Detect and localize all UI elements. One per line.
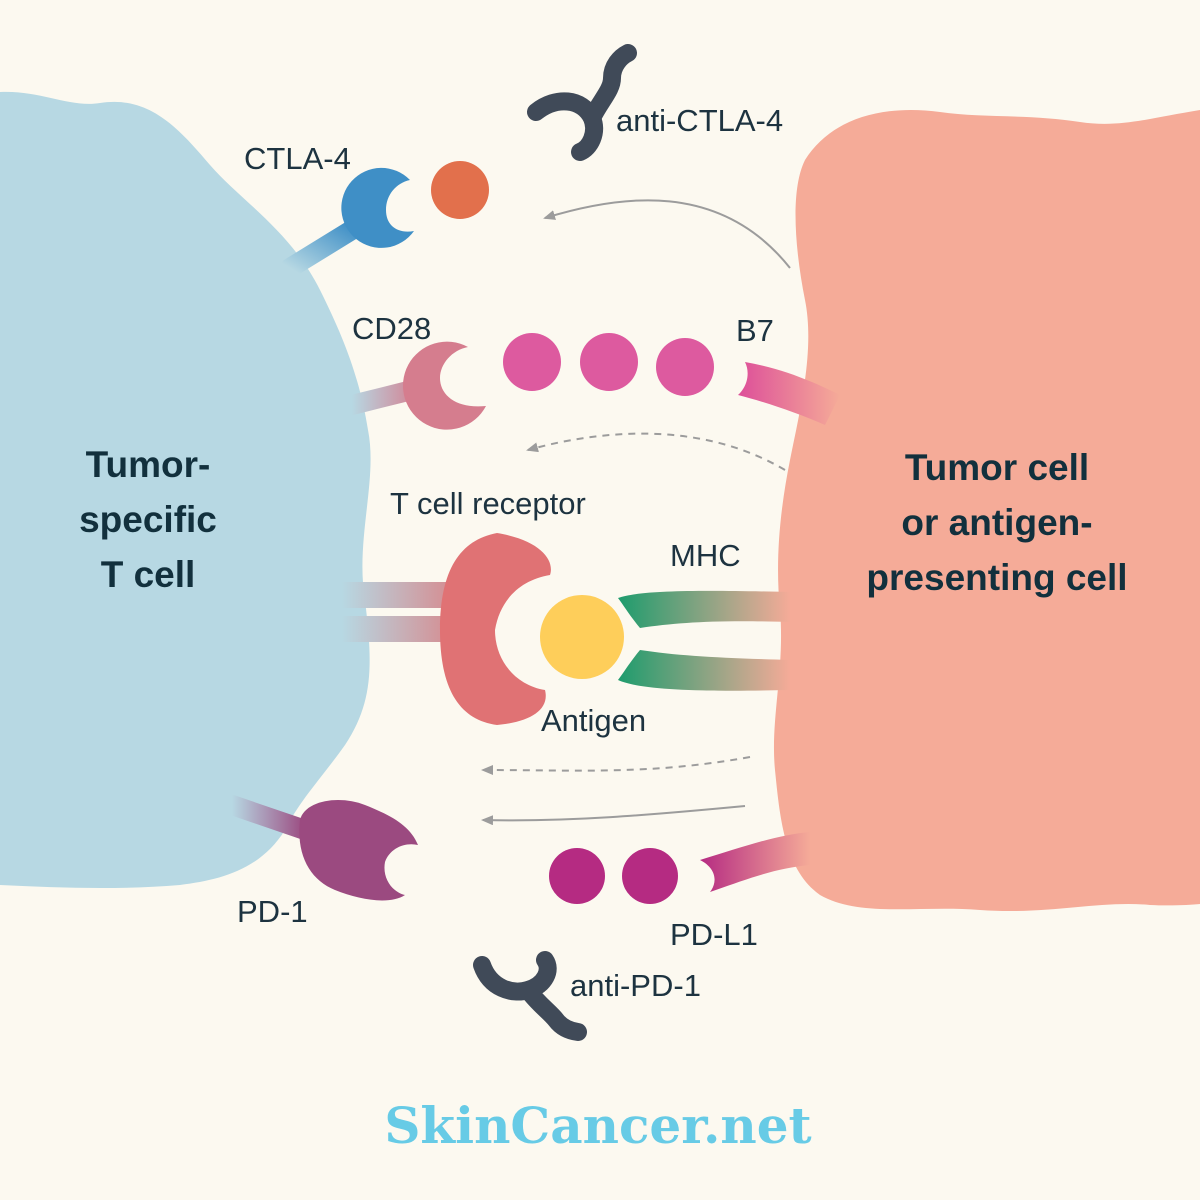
- brand-logo: SkinCancer.net: [384, 1096, 811, 1155]
- anti-pd1-label: anti-PD-1: [570, 968, 701, 1003]
- arrow-mhc-to-tcr-dashed: [481, 756, 751, 776]
- ctla4-receptor: [280, 167, 414, 278]
- arrow-pdl1-to-pd1: [481, 805, 746, 826]
- tcr-label: T cell receptor: [390, 486, 586, 521]
- t-cell-title-line: T cell: [101, 554, 196, 595]
- ctla4-label: CTLA-4: [244, 141, 351, 176]
- antigen-circle: [540, 595, 624, 679]
- pd1-label: PD-1: [237, 894, 308, 929]
- tumor-cell-body: [773, 110, 1200, 912]
- anti-pd1-antibody-icon: [473, 951, 587, 1041]
- arrow-b7-to-cd28-dashed: [526, 432, 786, 471]
- cd28-label: CD28: [352, 311, 431, 346]
- t-cell-receptor: [342, 533, 551, 725]
- mhc-complex: [618, 590, 790, 691]
- b7-label: B7: [736, 313, 774, 348]
- tumor-cell-title-line: or antigen-: [901, 502, 1092, 543]
- t-cell-title-line: specific: [79, 499, 217, 540]
- b7-ligand: [503, 333, 840, 425]
- arrow-b7-to-ctla4: [543, 199, 791, 269]
- t-cell-title-line: Tumor-: [86, 444, 211, 485]
- anti-ctla4-label: anti-CTLA-4: [616, 103, 783, 138]
- anti-ctla4-antibody-icon: [527, 44, 637, 161]
- t-cell-title: Tumor- specific T cell: [79, 444, 217, 595]
- tumor-cell-title-line: Tumor cell: [905, 447, 1089, 488]
- cd28-receptor: [342, 341, 486, 430]
- orange-ligand-dot: [431, 161, 489, 219]
- antigen-label: Antigen: [541, 703, 646, 738]
- pdl1-ligand: [549, 832, 810, 904]
- pdl1-label: PD-L1: [670, 917, 758, 952]
- mhc-label: MHC: [670, 538, 741, 573]
- t-cell-body: [0, 91, 371, 889]
- pd1-receptor: [222, 795, 418, 901]
- tumor-cell-title: Tumor cell or antigen- presenting cell: [866, 447, 1127, 598]
- tumor-cell-title-line: presenting cell: [866, 557, 1127, 598]
